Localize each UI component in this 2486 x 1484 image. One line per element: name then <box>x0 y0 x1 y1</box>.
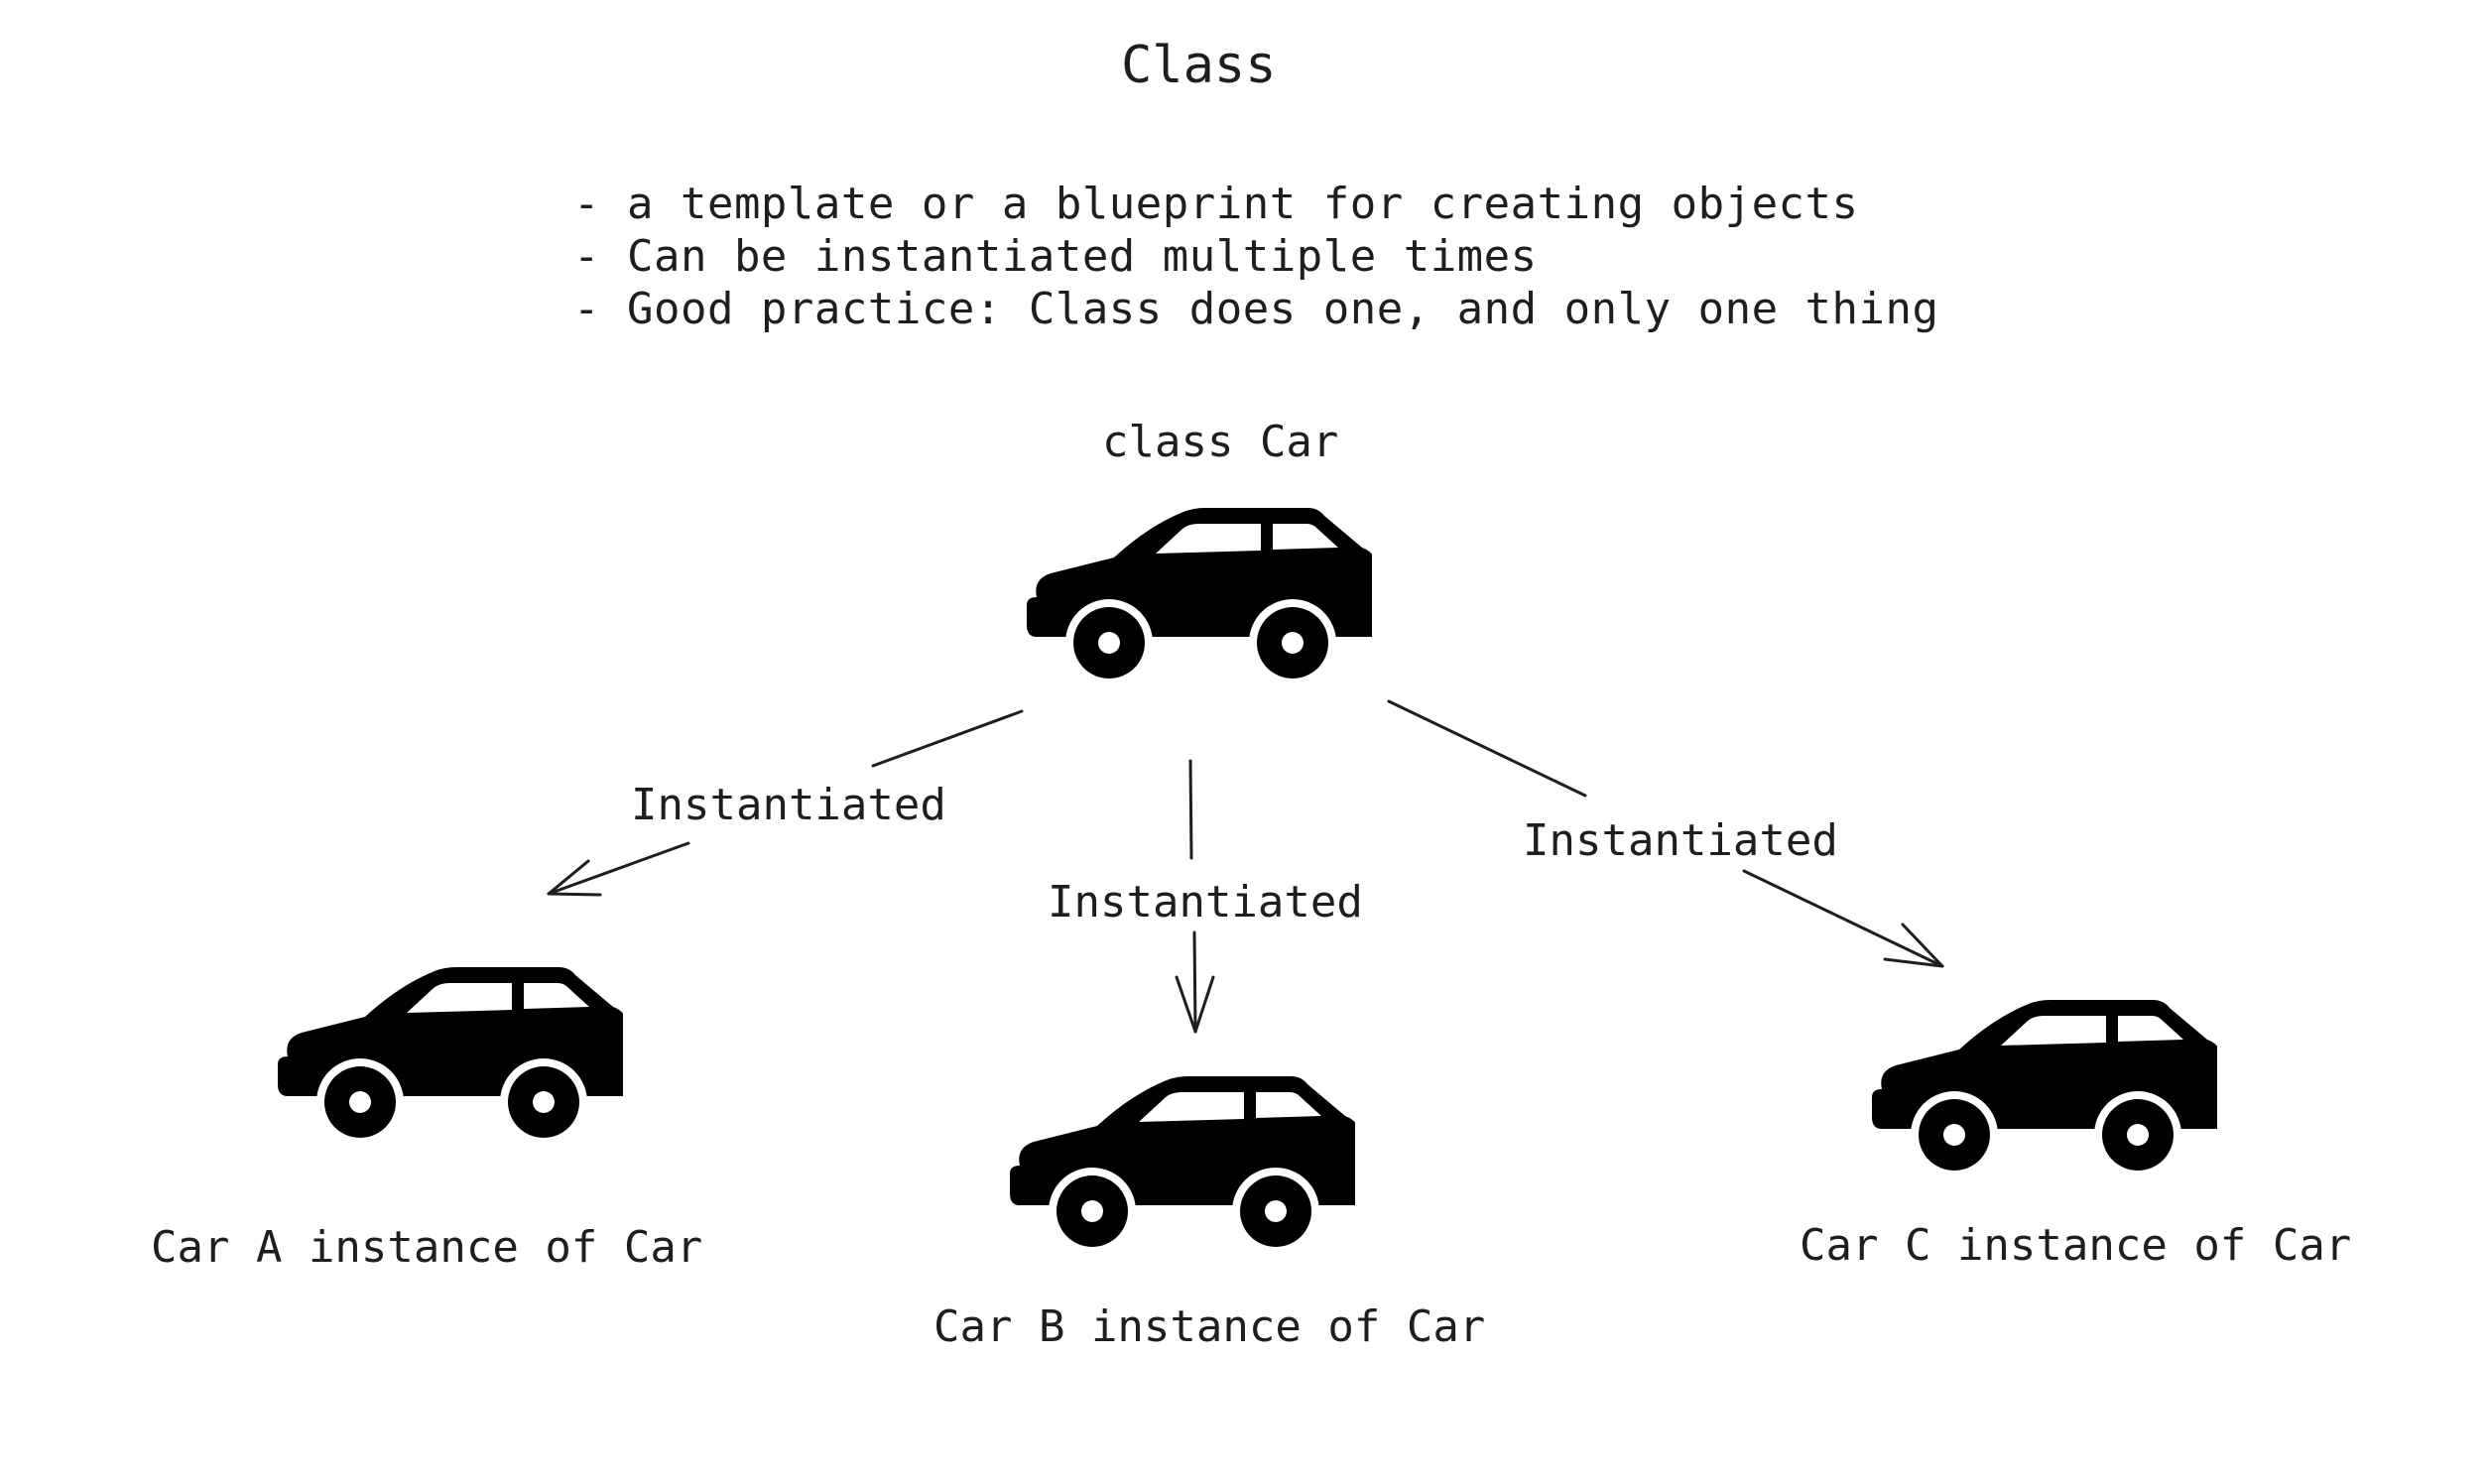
car-icon <box>1008 1076 1355 1249</box>
car-b-caption: Car B instance of Car <box>933 1301 1486 1352</box>
bullet-item: - Can be instantiated multiple times <box>573 231 1538 282</box>
car-c-caption: Car C instance of Car <box>1800 1220 2352 1271</box>
edge-label-instantiated: Instantiated <box>1048 877 1363 928</box>
diagram-title: Class <box>1121 36 1277 95</box>
car-a-caption: Car A instance of Car <box>151 1222 703 1273</box>
arrowhead-car-c <box>1883 923 1944 968</box>
car-icon <box>276 967 623 1140</box>
edge-label-instantiated: Instantiated <box>1523 815 1838 866</box>
bullet-item: - a template or a blueprint for creating… <box>573 179 1859 229</box>
arrow-to-car-b <box>1188 759 1197 1034</box>
arrowhead-car-a <box>547 859 602 897</box>
car-icon <box>1870 1000 2217 1173</box>
car-icon <box>1025 508 1372 680</box>
arrow-to-car-c <box>1387 699 1944 968</box>
edge-label-instantiated: Instantiated <box>631 780 946 830</box>
arrow-to-car-a <box>547 709 1024 896</box>
arrowhead-car-b <box>1175 975 1215 1034</box>
bullet-item: - Good practice: Class does one, and onl… <box>573 284 1939 334</box>
class-car-label: class Car <box>1102 417 1339 467</box>
